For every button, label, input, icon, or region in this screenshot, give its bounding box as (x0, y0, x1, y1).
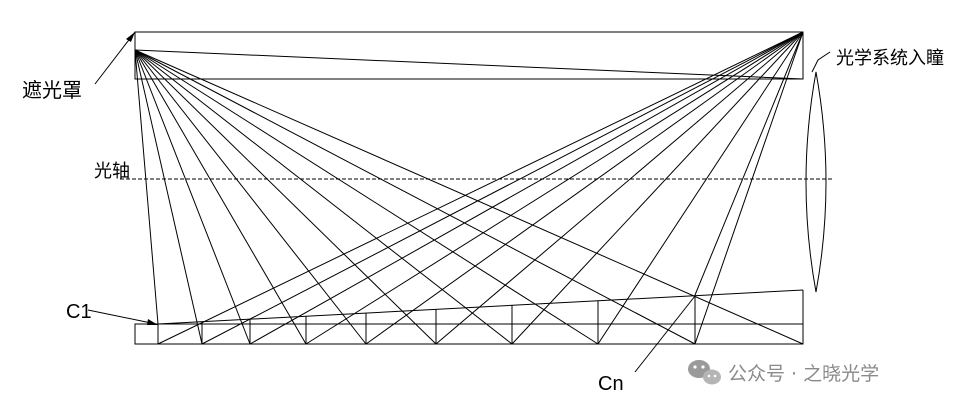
pupil-leader (811, 51, 831, 73)
watermark-text: 公众号 · 之晓光学 (728, 363, 879, 385)
hood-inner-edge (134, 49, 804, 80)
optical-axis-label: 光轴 (94, 161, 130, 182)
c1-arrowhead (147, 319, 158, 325)
watermark: 公众号 · 之晓光学 (688, 360, 879, 385)
rays-from-hood-edge (134, 49, 804, 345)
entrance-pupil-label: 光学系统入瞳 (836, 48, 944, 69)
vane-base (134, 323, 804, 345)
hood-arrowhead (126, 32, 135, 42)
hood-label: 遮光罩 (22, 78, 82, 102)
c1-label: C1 (66, 301, 92, 323)
c1-leader (87, 309, 157, 325)
cn-leader (634, 295, 696, 373)
hood-outline (134, 31, 804, 80)
cn-label: Cn (598, 373, 624, 395)
rays-from-pupil-corner (157, 31, 804, 345)
vane-walls (157, 295, 696, 344)
hood-leader (94, 31, 136, 85)
entrance-pupil-lens (805, 71, 827, 293)
wechat-icon (688, 360, 721, 385)
